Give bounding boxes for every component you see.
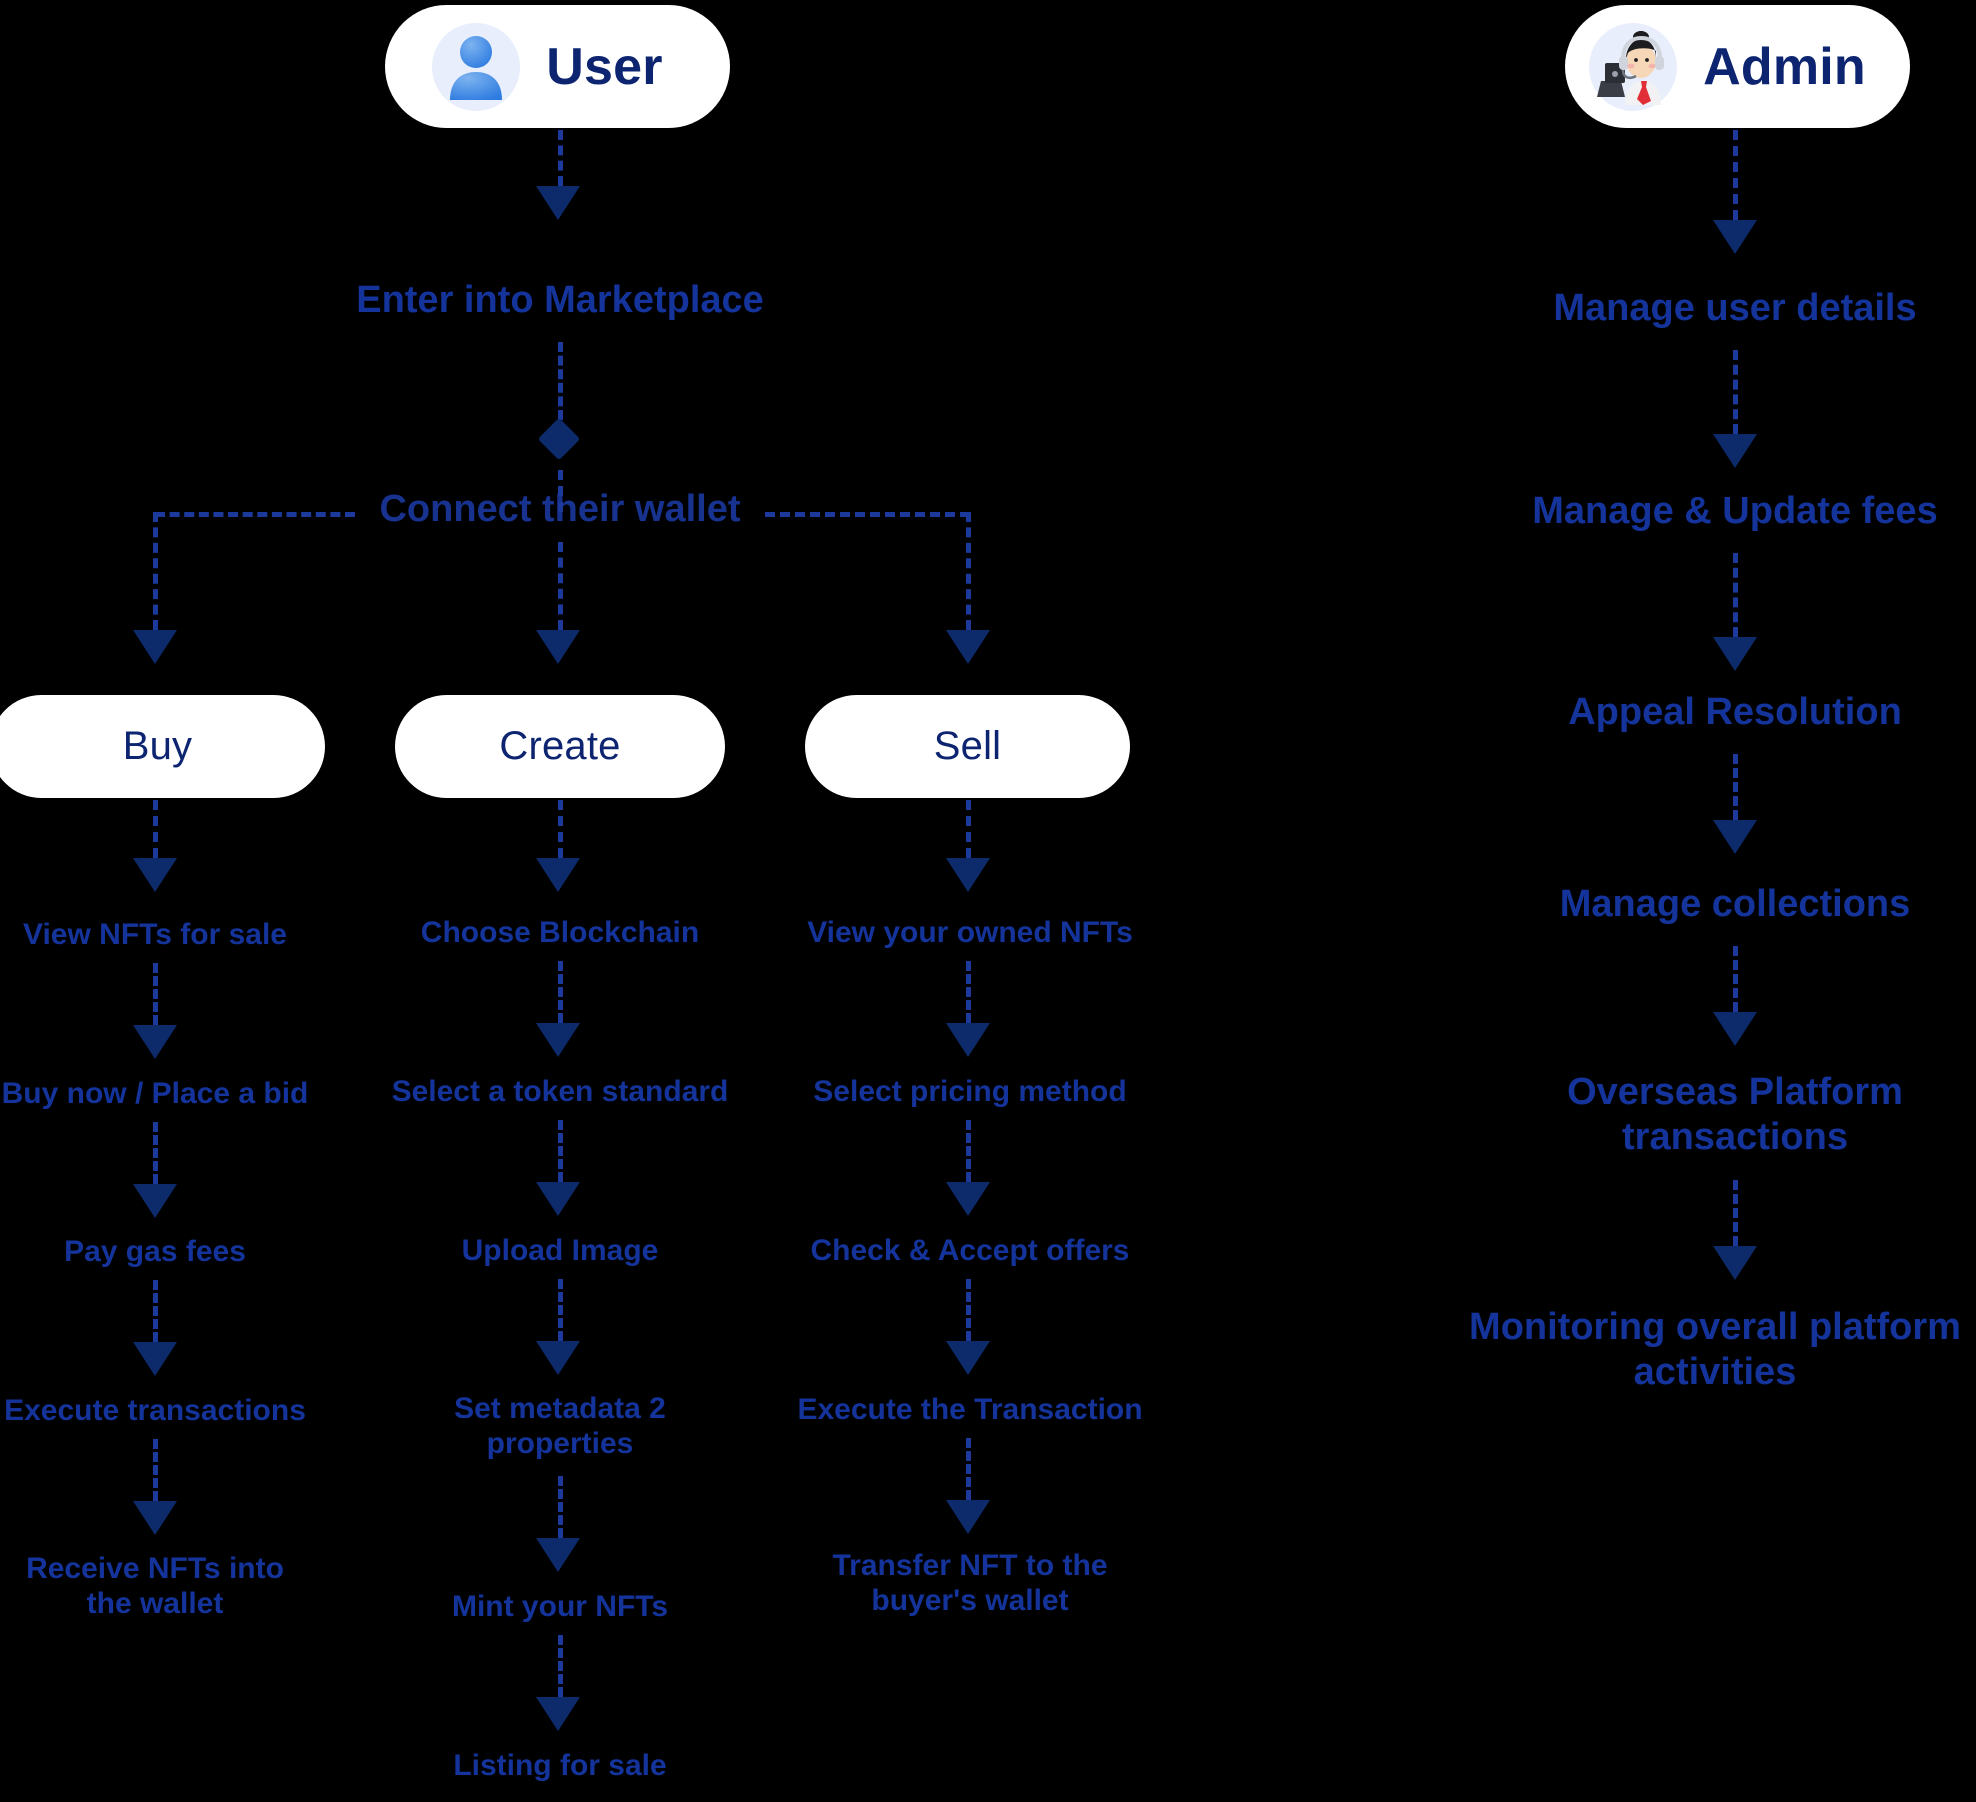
step-admin-1: Manage & Update fees: [1532, 490, 1938, 532]
arrow-create-5: [536, 1697, 580, 1731]
arrow-admin-2: [1713, 637, 1757, 671]
step-buy-0: View NFTs for sale: [23, 918, 287, 951]
connector-admin-0: [1733, 130, 1738, 220]
connector-sell-3: [966, 1279, 971, 1341]
actor-label-admin: Admin: [1703, 37, 1866, 96]
arrow-buy-1: [133, 1025, 177, 1059]
branch-node-sell[interactable]: Sell: [805, 695, 1130, 798]
connector-create-1: [558, 961, 563, 1023]
step-sell-0: View your owned NFTs: [807, 916, 1133, 949]
connector-create-5: [558, 1635, 563, 1697]
user-avatar-icon: [432, 22, 521, 111]
step-create-3: Set metadata 2 properties: [454, 1392, 666, 1461]
branch-label-sell: Sell: [933, 724, 1002, 768]
connector-entry-to-decision: [558, 342, 563, 420]
connector-buy-4: [153, 1439, 158, 1501]
step-buy-3: Execute transactions: [4, 1394, 306, 1427]
branch-node-buy[interactable]: Buy: [0, 695, 325, 798]
connector-drop-create: [558, 542, 563, 630]
connector-sell-1: [966, 961, 971, 1023]
connector-create-3: [558, 1279, 563, 1341]
arrow-create-2: [536, 1182, 580, 1216]
connector-split-right: [765, 512, 970, 517]
branch-label-create: Create: [499, 724, 621, 768]
step-buy-2: Pay gas fees: [64, 1235, 246, 1268]
connector-admin-4: [1733, 946, 1738, 1012]
connector-user-to-entry: [558, 130, 563, 186]
step-admin-5: Monitoring overall platform activities: [1469, 1306, 1961, 1393]
connector-buy-2: [153, 1122, 158, 1184]
admin-support-agent-icon: [1589, 22, 1678, 111]
arrow-to-create: [536, 630, 580, 664]
step-buy-4: Receive NFTs into the wallet: [26, 1552, 284, 1621]
arrow-sell-0: [946, 858, 990, 892]
step-enter-into-marketplace: Enter into Marketplace: [356, 279, 764, 321]
step-admin-4: Overseas Platform transactions: [1567, 1071, 1903, 1158]
branch-label-buy: Buy: [122, 724, 193, 768]
step-create-2: Upload Image: [461, 1234, 659, 1267]
connector-create-4: [558, 1476, 563, 1538]
arrow-buy-2: [133, 1184, 177, 1218]
connector-create-2: [558, 1120, 563, 1182]
connector-split-left: [155, 512, 355, 517]
connector-sell-2: [966, 1120, 971, 1182]
arrow-to-buy: [133, 630, 177, 664]
connector-sell-4: [966, 1438, 971, 1500]
connector-admin-3: [1733, 754, 1738, 820]
actor-label-user: User: [546, 37, 663, 96]
connector-drop-sell: [966, 512, 971, 630]
connector-decision-stub: [558, 470, 563, 512]
step-buy-1: Buy now / Place a bid: [1, 1077, 309, 1110]
connector-drop-buy: [153, 512, 158, 630]
arrow-buy-4: [133, 1501, 177, 1535]
arrow-sell-4: [946, 1500, 990, 1534]
connector-admin-2: [1733, 553, 1738, 637]
arrow-admin-4: [1713, 1012, 1757, 1046]
connector-buy-3: [153, 1280, 158, 1342]
step-admin-3: Manage collections: [1559, 883, 1911, 925]
connector-sell-0: [966, 800, 971, 858]
arrow-sell-3: [946, 1341, 990, 1375]
arrow-create-4: [536, 1538, 580, 1572]
arrow-create-0: [536, 858, 580, 892]
branch-node-create[interactable]: Create: [395, 695, 725, 798]
step-create-4: Mint your NFTs: [451, 1590, 669, 1623]
step-connect-their-wallet: Connect their wallet: [379, 488, 741, 530]
arrow-sell-1: [946, 1023, 990, 1057]
step-admin-2: Appeal Resolution: [1568, 691, 1902, 733]
connector-admin-5: [1733, 1180, 1738, 1246]
arrow-admin-3: [1713, 820, 1757, 854]
step-sell-4: Transfer NFT to the buyer's wallet: [832, 1549, 1108, 1618]
step-create-1: Select a token standard: [391, 1075, 729, 1108]
arrow-create-3: [536, 1341, 580, 1375]
arrow-admin-1: [1713, 434, 1757, 468]
decision-diamond: [537, 417, 581, 461]
arrow-buy-3: [133, 1342, 177, 1376]
step-create-0: Choose Blockchain: [420, 916, 700, 949]
arrow-buy-0: [133, 858, 177, 892]
arrow-user-to-entry: [536, 186, 580, 220]
step-sell-3: Execute the Transaction: [797, 1393, 1143, 1426]
actor-node-user[interactable]: User: [385, 5, 730, 128]
arrow-create-1: [536, 1023, 580, 1057]
step-sell-1: Select pricing method: [813, 1075, 1127, 1108]
step-sell-2: Check & Accept offers: [810, 1234, 1130, 1267]
connector-create-0: [558, 800, 563, 858]
arrow-admin-0: [1713, 220, 1757, 254]
connector-admin-1: [1733, 350, 1738, 434]
step-create-5: Listing for sale: [453, 1749, 667, 1782]
actor-node-admin[interactable]: Admin: [1565, 5, 1910, 128]
arrow-to-sell: [946, 630, 990, 664]
step-admin-0: Manage user details: [1553, 287, 1917, 329]
connector-buy-1: [153, 963, 158, 1025]
arrow-sell-2: [946, 1182, 990, 1216]
connector-buy-0: [153, 800, 158, 858]
arrow-admin-5: [1713, 1246, 1757, 1280]
